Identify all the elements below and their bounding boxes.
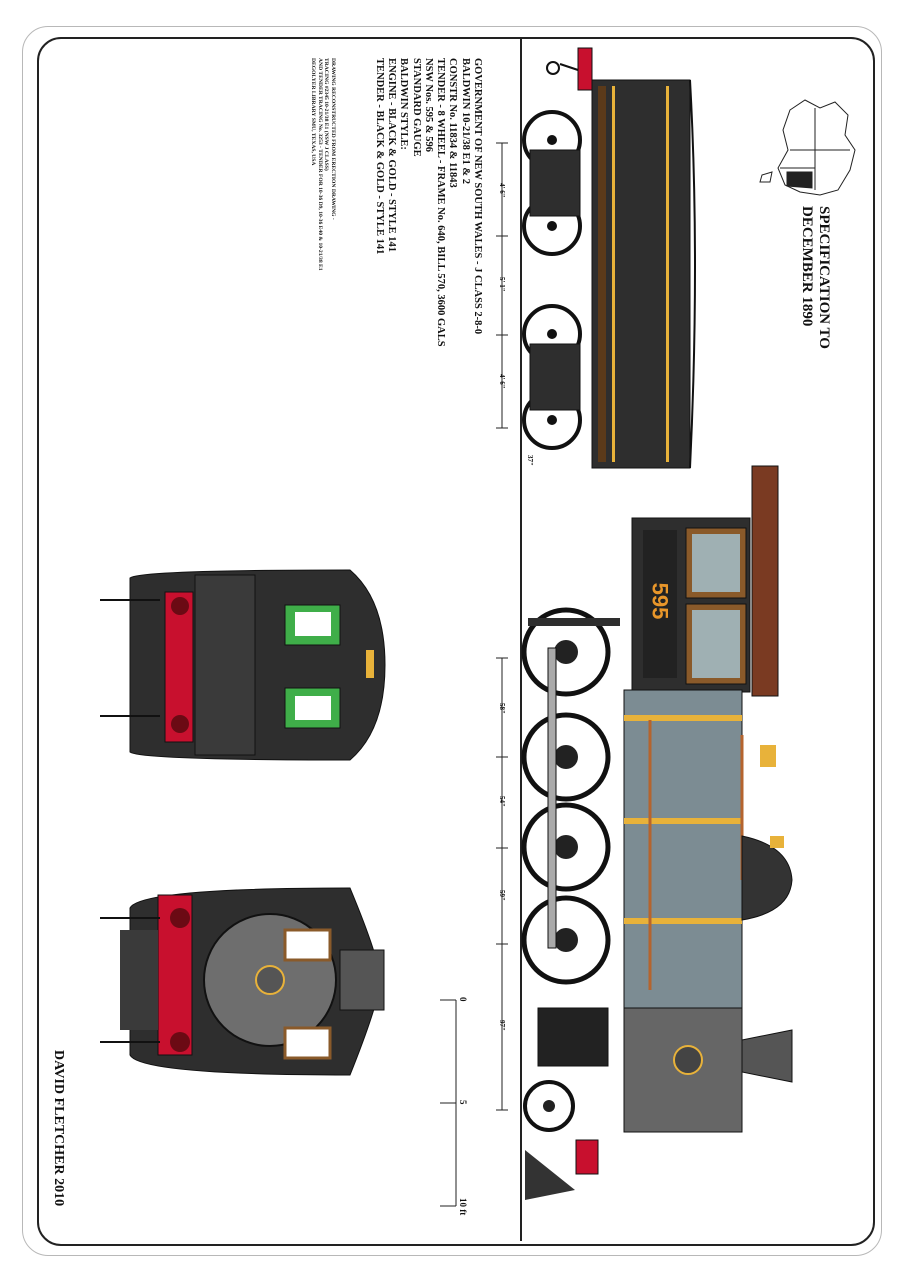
column-divider xyxy=(520,38,522,1241)
dim-label-engine-2: 54" xyxy=(498,796,506,807)
dim-label-tender-1: 4' 6" xyxy=(498,183,506,198)
scale-label-0: 0 xyxy=(458,997,468,1002)
drawing-notes: DRAWING RECONSTRUCTED FROM ERECTION DRAW… xyxy=(310,58,336,271)
cab xyxy=(631,465,779,697)
dim-label-tender-overhang: 37" xyxy=(526,455,534,466)
spec-line: TENDER - 8 WHEEL - FRAME No. 640, BILL 5… xyxy=(435,58,447,347)
scale-bar xyxy=(440,999,457,1207)
spec-line: NSW Nos. 595 & 596 xyxy=(422,58,434,153)
specification-block: GOVERNMENT OF NEW SOUTH WALES - J CLASS … xyxy=(372,58,483,347)
spec-title-line-1: SPECIFICATION TO xyxy=(816,206,832,349)
engine-dimension-line xyxy=(496,657,508,1111)
note-line: AND TENDER TRACING No. 3253 - TENDER FOR… xyxy=(316,58,323,271)
smokebox xyxy=(525,1007,793,1200)
note-line: DRAWING RECONSTRUCTED FROM ERECTION DRAW… xyxy=(330,58,336,220)
outer-border xyxy=(22,26,882,1256)
scale-label-10: 10 ft xyxy=(458,1198,468,1216)
drawing-border xyxy=(37,37,875,1246)
note-line: TRACING #2345 10-21/38 E1 (NSW J CLASS) xyxy=(323,58,330,171)
tender-side-view xyxy=(546,47,696,469)
spec-line: ENGINE - BLACK & GOLD - STYLE 141 xyxy=(385,58,397,252)
spec-line: BALDWIN 10-21/38 E1 & 2 xyxy=(459,58,471,185)
rear-end-view xyxy=(100,569,386,761)
spec-line: STANDARD GAUGE xyxy=(410,58,422,157)
loco-number: 595 xyxy=(648,583,673,620)
australia-map xyxy=(759,99,856,196)
boiler xyxy=(623,689,793,1011)
cab-number-plate: 595 xyxy=(643,570,677,632)
dim-label-tender-2: 5' 1" xyxy=(498,277,506,292)
spec-line: BALDWIN STYLE: xyxy=(398,58,410,150)
pony-truck-wheel xyxy=(523,1080,575,1132)
tender-truck-rear xyxy=(522,304,582,450)
spec-line: CONSTR No. 11834 & 11843 xyxy=(447,58,459,188)
tender-dimension-line xyxy=(496,142,508,429)
front-end-view xyxy=(100,887,385,1076)
note-line: DEGOLYER LIBRARY SMU, TEXAS, USA xyxy=(310,58,317,166)
spec-title-line-2: DECEMBER 1890 xyxy=(799,206,815,327)
dim-label-engine-1: 58" xyxy=(498,703,506,714)
dim-label-engine-4: 97" xyxy=(498,1020,506,1031)
dim-label-engine-3: 59" xyxy=(498,890,506,901)
tender-truck-front xyxy=(522,110,582,256)
dim-label-tender-3: 4' 6" xyxy=(498,374,506,389)
specification-title: SPECIFICATION TO DECEMBER 1890 xyxy=(798,206,832,349)
spec-line: TENDER - BLACK & GOLD - STYLE 141 xyxy=(373,58,385,255)
author-signature: DAVID FLETCHER 2010 xyxy=(51,1050,66,1207)
scale-label-5: 5 xyxy=(458,1100,468,1105)
driving-wheels xyxy=(521,607,620,985)
spec-line: GOVERNMENT OF NEW SOUTH WALES - J CLASS … xyxy=(472,58,483,335)
